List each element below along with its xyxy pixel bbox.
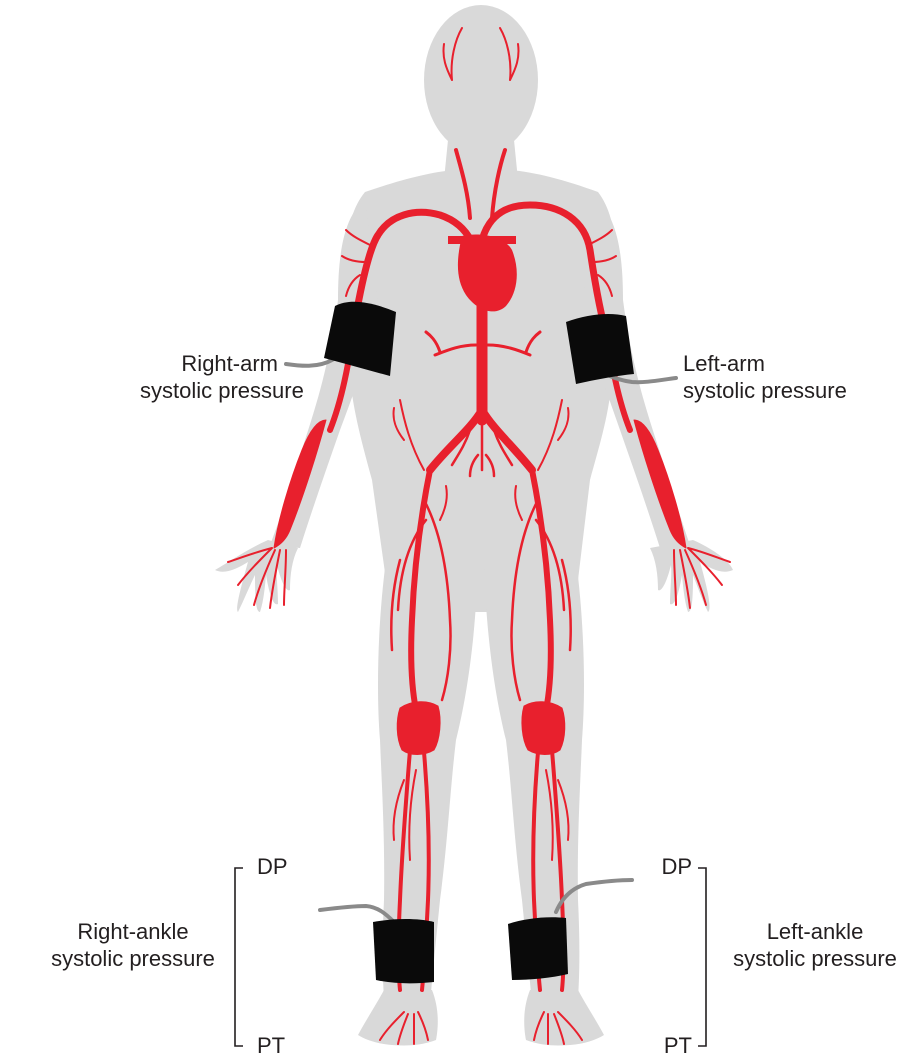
left-ankle-label-line1: Left-ankle — [712, 918, 918, 945]
left-arm-cuff — [566, 314, 634, 384]
left-arm-label: Left-arm systolic pressure — [683, 350, 898, 404]
left-arm-label-line2: systolic pressure — [683, 377, 898, 404]
right-knee-artery — [397, 702, 440, 755]
right-ankle-label: Right-ankle systolic pressure — [40, 918, 226, 972]
right-arm-label-line1: Right-arm — [140, 350, 278, 377]
right-ankle-cuff — [373, 919, 434, 983]
left-ankle-label-line2: systolic pressure — [712, 945, 918, 972]
left-dp-label: DP — [630, 853, 692, 880]
left-ankle-cuff — [508, 917, 568, 980]
right-arm-label-line2: systolic pressure — [140, 377, 278, 404]
right-ankle-label-line1: Right-ankle — [40, 918, 226, 945]
right-dp-label: DP — [257, 853, 288, 880]
left-knee-artery — [522, 702, 565, 755]
left-pt-label: PT — [630, 1032, 692, 1059]
left-ankle-bracket — [698, 868, 706, 1046]
left-arm-label-line1: Left-arm — [683, 350, 898, 377]
right-ankle-label-line2: systolic pressure — [40, 945, 226, 972]
right-arm-label: Right-arm systolic pressure — [140, 350, 278, 404]
right-pt-label: PT — [257, 1032, 285, 1059]
left-ankle-label: Left-ankle systolic pressure — [712, 918, 918, 972]
ankle-brackets — [235, 868, 706, 1046]
head — [424, 5, 538, 155]
body-silhouette — [215, 5, 733, 1045]
right-ankle-tube — [320, 906, 394, 922]
right-ankle-bracket — [235, 868, 243, 1046]
